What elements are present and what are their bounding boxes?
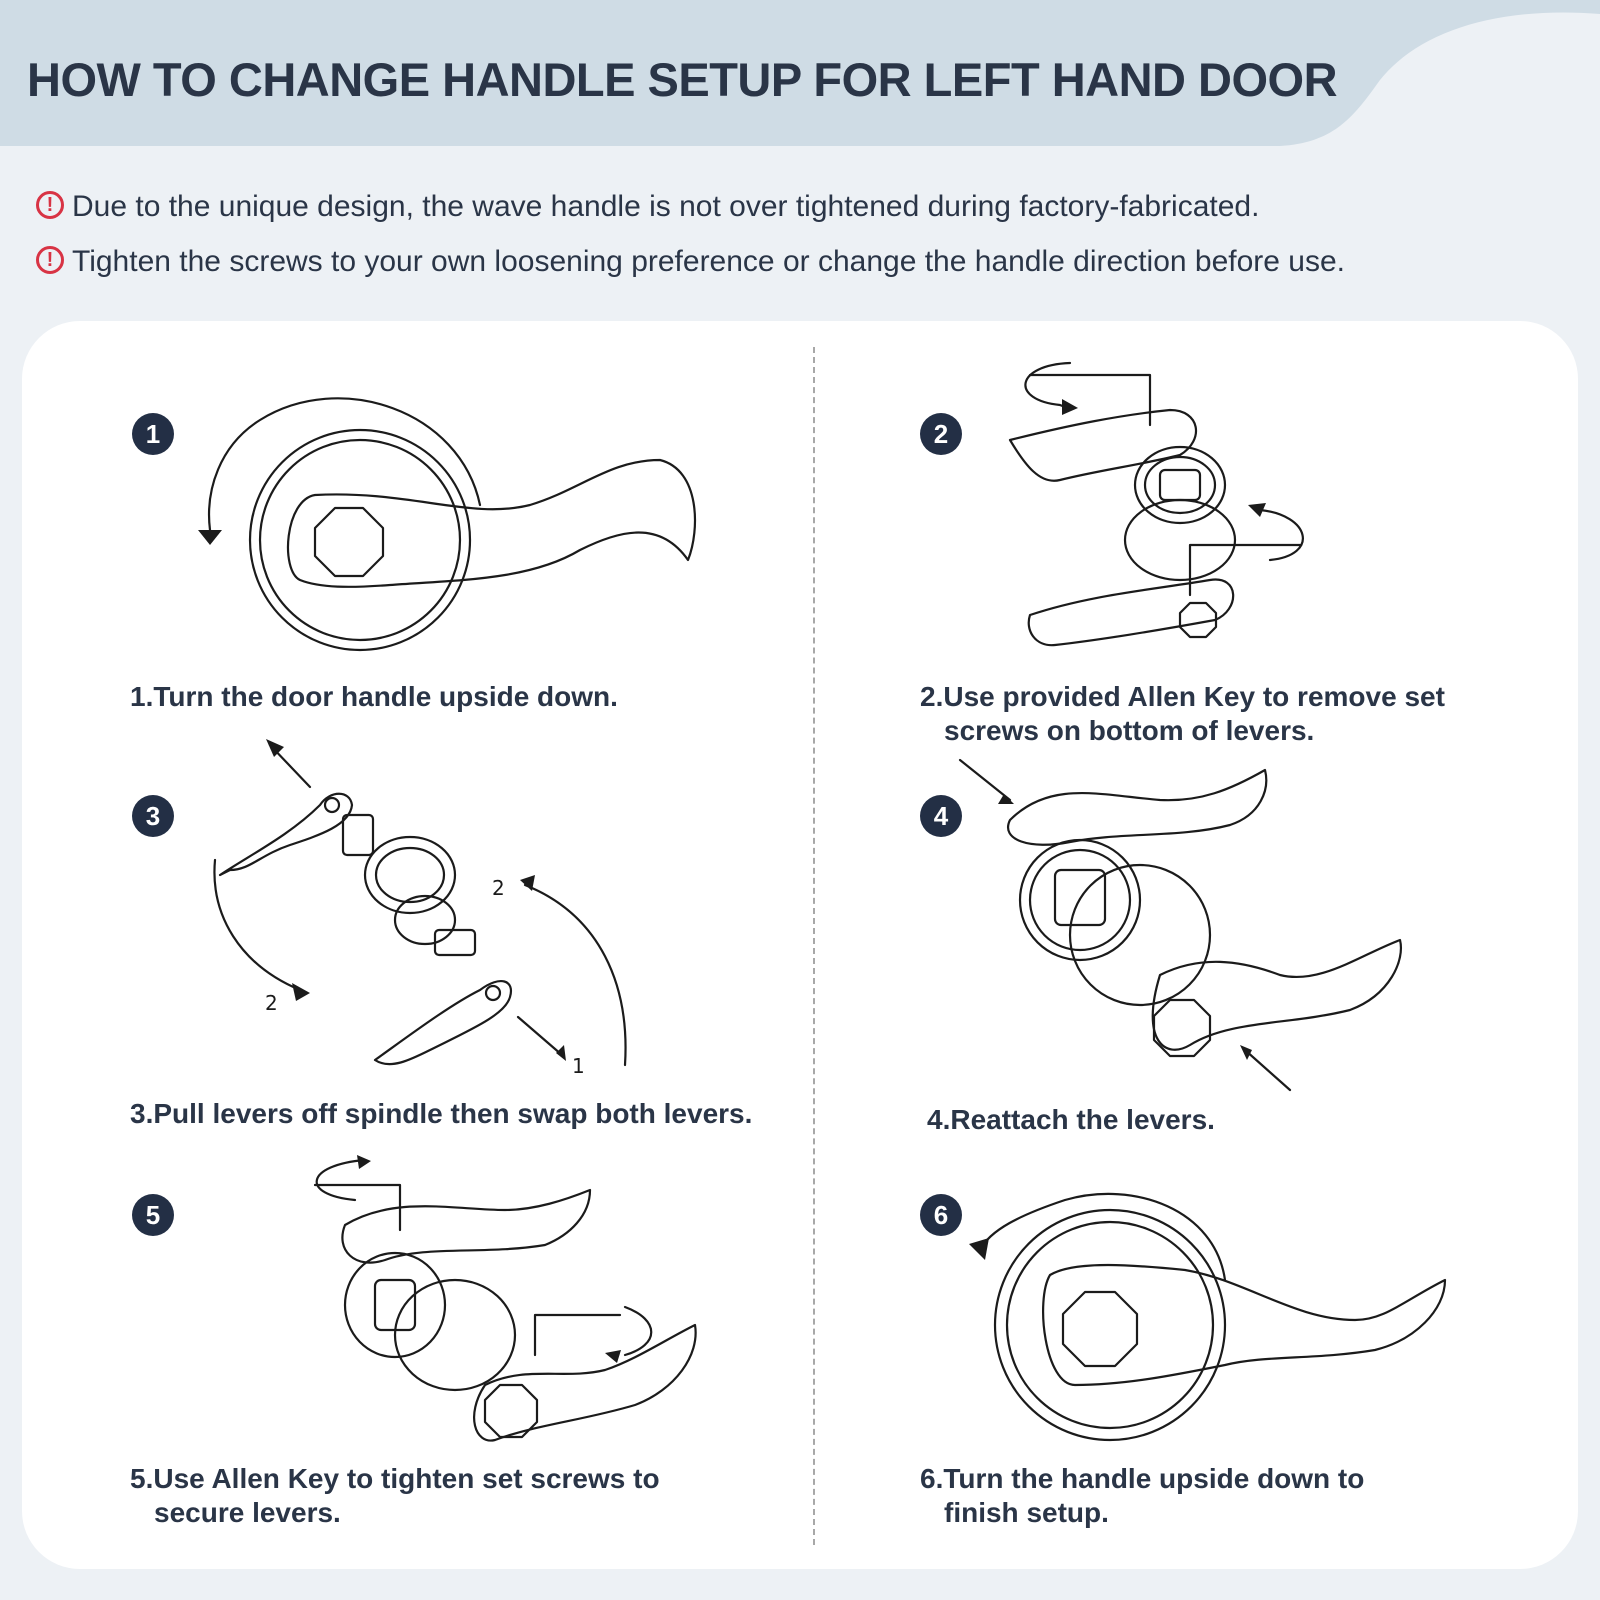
step-4-text: 4.Reattach the levers.	[927, 1104, 1215, 1135]
swap-arrow	[213, 858, 302, 992]
warning-icon	[36, 246, 64, 274]
step-4-caption: 4.Reattach the levers.	[927, 1103, 1215, 1137]
spindle-chassis	[1133, 445, 1227, 525]
lever-lower	[473, 1323, 697, 1442]
step-5-text-cont: secure levers.	[154, 1497, 341, 1528]
spindle-chassis	[1018, 838, 1142, 962]
step-3-badge: 3	[132, 795, 174, 837]
instructions-panel	[22, 321, 1578, 1569]
step-3-label-b: 2	[492, 876, 505, 900]
lever	[1042, 1263, 1447, 1387]
step-1-illustration	[198, 397, 697, 652]
step-3-text: 3.Pull levers off spindle then swap both…	[130, 1098, 753, 1129]
lever-bottom	[1027, 578, 1235, 647]
pull-arrow	[516, 1015, 564, 1057]
spindle-chassis	[343, 1251, 447, 1359]
lever-top	[1008, 408, 1198, 482]
step-3-label-a: 2	[265, 991, 278, 1015]
step-2-illustration	[1008, 361, 1304, 647]
lever-lower	[1151, 938, 1402, 1051]
rotation-arrow	[315, 1158, 367, 1202]
step-1-text: 1.Turn the door handle upside down.	[130, 681, 618, 712]
spindle	[341, 813, 375, 857]
knob-rose	[1123, 498, 1237, 582]
spindle-end	[433, 928, 477, 957]
spindle-chassis	[363, 835, 457, 915]
octagon-hub	[313, 506, 385, 578]
step-5-caption: 5.Use Allen Key to tighten set screws to…	[130, 1462, 660, 1530]
allen-key-bottom	[1188, 543, 1302, 597]
step-5-text: 5.Use Allen Key to tighten set screws to	[130, 1463, 660, 1494]
swap-arrow	[523, 883, 627, 1067]
lever-upper	[341, 1188, 592, 1264]
allen-key-top	[313, 1183, 402, 1232]
note-2: Tighten the screws to your own loosening…	[36, 245, 1345, 279]
step-1-badge: 1	[132, 413, 174, 455]
step-6-caption: 6.Turn the handle upside down to finish …	[920, 1462, 1364, 1530]
rose-inner	[1005, 1220, 1215, 1430]
knob-rose	[393, 1278, 517, 1392]
step-1-caption: 1.Turn the door handle upside down.	[130, 680, 618, 714]
step-3-caption: 3.Pull levers off spindle then swap both…	[130, 1097, 752, 1131]
step-6-text: 6.Turn the handle upside down to	[920, 1463, 1365, 1494]
step-2-text: 2.Use provided Allen Key to remove set	[920, 681, 1445, 712]
step-4-badge: 4	[920, 795, 962, 837]
step-6-badge: 6	[920, 1194, 962, 1236]
step-5-illustration	[313, 1155, 697, 1442]
rotation-arrow	[1258, 508, 1304, 562]
allen-key-bottom	[533, 1313, 622, 1357]
octagon-hub	[1152, 998, 1212, 1058]
push-arrow	[958, 758, 1012, 802]
rose-outer	[993, 1208, 1227, 1442]
rotation-arrow	[623, 1305, 653, 1357]
arrow-head	[198, 530, 222, 545]
lever	[286, 458, 697, 588]
step-2-caption: 2.Use provided Allen Key to remove set s…	[920, 680, 1445, 748]
rotation-arrow	[208, 397, 482, 532]
step-6-illustration	[969, 1192, 1447, 1442]
step-2-badge: 2	[920, 413, 962, 455]
octagon-hub	[1061, 1290, 1139, 1368]
step-3-label-c: 1	[572, 1054, 585, 1078]
allen-key-top	[1028, 373, 1152, 427]
note-1: Due to the unique design, the wave handl…	[36, 190, 1259, 224]
push-arrow	[1243, 1048, 1292, 1092]
rotation-arrow	[978, 1192, 1227, 1282]
rose-outer	[248, 428, 472, 652]
octagon-hub	[483, 1383, 539, 1439]
note-text: Tighten the screws to your own loosening…	[72, 245, 1346, 278]
lever-upper	[1007, 768, 1268, 846]
step-5-badge: 5	[132, 1194, 174, 1236]
warning-icon	[36, 191, 64, 219]
octagon-hub	[1178, 601, 1218, 639]
lever-upper	[218, 792, 354, 877]
step-4-illustration	[958, 758, 1402, 1092]
step-6-text-cont: finish setup.	[944, 1497, 1109, 1528]
step-3-illustration: 2 2 1	[213, 739, 627, 1078]
header-banner	[0, 0, 1600, 146]
rotation-arrow	[1024, 361, 1072, 409]
step-2-text-cont: screws on bottom of levers.	[944, 715, 1315, 746]
rose-inner	[258, 438, 462, 642]
rose	[393, 894, 457, 946]
knob-rose	[1068, 863, 1212, 1007]
page-title: HOW TO CHANGE HANDLE SETUP FOR LEFT HAND…	[27, 53, 1338, 106]
column-divider	[813, 347, 815, 1545]
lever-lower	[373, 980, 513, 1066]
note-text: Due to the unique design, the wave handl…	[72, 190, 1260, 223]
